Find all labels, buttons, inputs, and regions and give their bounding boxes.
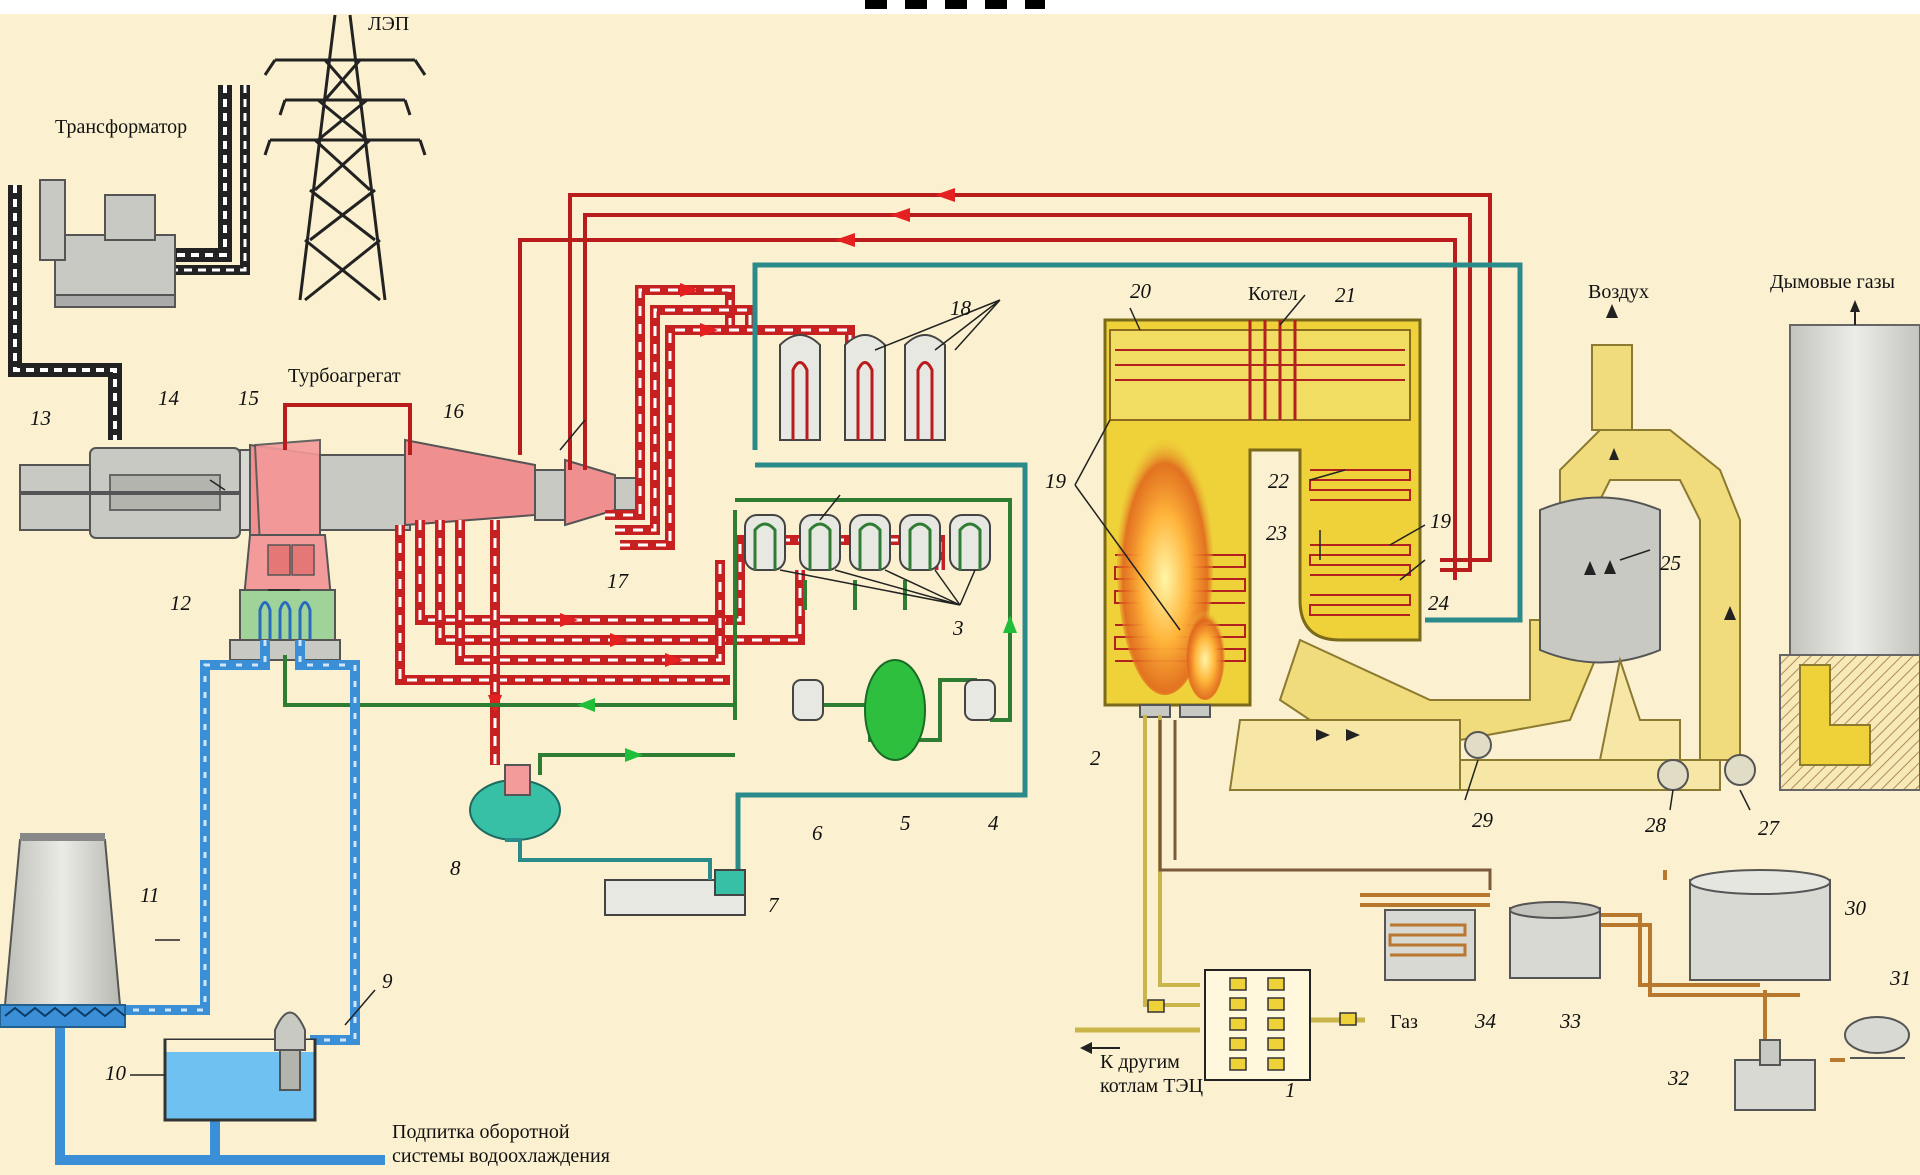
cropped-title-glyphs	[865, 0, 1045, 9]
callout-7: 7	[768, 893, 780, 917]
air-arrows	[1316, 304, 1736, 741]
callout-12: 12	[170, 591, 192, 615]
callout-5: 5	[900, 811, 911, 835]
pump-4	[964, 679, 996, 721]
air-label: Воздух	[1588, 281, 1649, 303]
callout-27: 27	[1758, 816, 1781, 840]
hp-heaters	[779, 334, 946, 441]
transformer-label: Трансформатор	[55, 116, 187, 138]
boiler-label: Котел	[1248, 283, 1298, 305]
callout-numbers: 1 2 3 4 5 6 7 8 9 10 11 12 13 14 15 16 1…	[30, 279, 1911, 1102]
cooling-water-inner	[125, 640, 357, 1042]
callout-17: 17	[607, 569, 630, 593]
gas-label: Газ	[1390, 1011, 1418, 1033]
flue-gases-label: Дымовые газы	[1770, 271, 1895, 293]
deaerator-5	[864, 659, 926, 761]
cooling-basin	[163, 1038, 317, 1122]
callout-34: 34	[1474, 1009, 1497, 1033]
callout-32: 32	[1667, 1066, 1690, 1090]
turbine-unit	[19, 438, 641, 661]
callout-8: 8	[450, 856, 461, 880]
callout-24: 24	[1428, 591, 1450, 615]
callout-25: 25	[1660, 551, 1681, 575]
callout-19b: 19	[1430, 509, 1452, 533]
gas-supply	[1075, 715, 1365, 1081]
callout-16: 16	[443, 399, 465, 423]
callout-15: 15	[238, 386, 259, 410]
to-other-boilers-label-2: котлам ТЭЦ	[1100, 1075, 1203, 1097]
boiler	[1103, 318, 1422, 718]
callout-21: 21	[1335, 283, 1356, 307]
turbine-unit-label: Турбоагрегат	[288, 365, 401, 387]
callout-11: 11	[140, 883, 159, 907]
callout-6: 6	[812, 821, 823, 845]
power-line-label: ЛЭП	[368, 13, 409, 35]
cooling-tower	[0, 833, 126, 1028]
makeup-water-label-1: Подпитка оборотной	[392, 1121, 570, 1143]
callout-31: 31	[1889, 966, 1911, 990]
callout-2: 2	[1090, 746, 1101, 770]
transformer	[8, 85, 250, 440]
power-line-tower	[263, 14, 427, 302]
callout-1: 1	[1285, 1078, 1296, 1102]
callout-14: 14	[158, 386, 180, 410]
extraction-steam-lines	[395, 285, 945, 765]
callout-9: 9	[382, 969, 393, 993]
teal-line	[735, 262, 1523, 880]
makeup-water-label-2: системы водоохлаждения	[392, 1145, 610, 1167]
tank-8	[469, 764, 561, 841]
lp-heaters	[744, 514, 991, 571]
callout-10: 10	[105, 1061, 127, 1085]
callout-22: 22	[1268, 469, 1290, 493]
callout-33: 33	[1559, 1009, 1581, 1033]
feedwater-arrows	[577, 615, 1017, 762]
air-ducts	[1228, 344, 1756, 791]
callout-13: 13	[30, 406, 51, 430]
callout-23: 23	[1266, 521, 1287, 545]
steam-arrows	[835, 188, 955, 247]
to-other-boilers-label-1: К другим	[1100, 1051, 1180, 1073]
chimney	[1779, 300, 1920, 791]
callout-20: 20	[1130, 279, 1152, 303]
callout-4: 4	[988, 811, 999, 835]
pump-7	[505, 838, 746, 916]
callout-28: 28	[1645, 813, 1667, 837]
callout-18: 18	[950, 296, 972, 320]
callout-19a: 19	[1045, 469, 1067, 493]
callout-30: 30	[1844, 896, 1867, 920]
callout-29: 29	[1472, 808, 1494, 832]
circulation-pump-9	[274, 1011, 306, 1091]
fuel-oil-system	[1158, 720, 1910, 1111]
pump-6	[792, 679, 824, 721]
steam-lines	[283, 193, 1492, 580]
leader-lines	[130, 294, 1751, 1076]
callout-3: 3	[952, 616, 964, 640]
